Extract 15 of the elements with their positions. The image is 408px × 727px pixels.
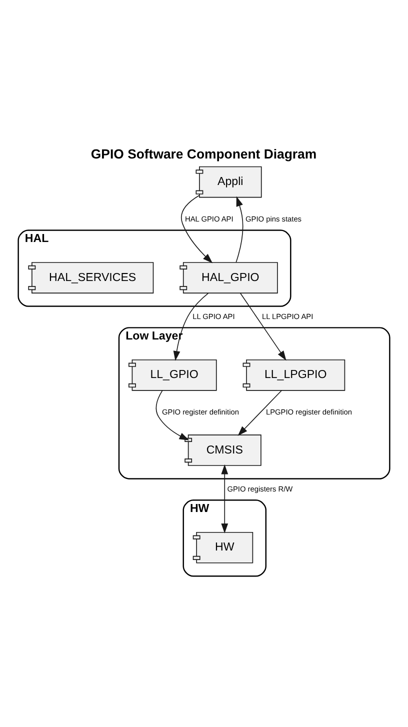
edge-label: GPIO pins states [246, 214, 302, 223]
arrow [221, 464, 228, 533]
edge-label: LL GPIO API [192, 311, 235, 320]
diagram-title: GPIO Software Component Diagram [90, 146, 317, 161]
edge-label: HAL GPIO API [185, 214, 234, 223]
arrow [156, 390, 190, 440]
arrow [238, 390, 282, 436]
arrow [240, 292, 286, 360]
arrow [236, 196, 244, 262]
arrow [180, 194, 213, 263]
edge-label: GPIO register definition [162, 407, 239, 416]
edge-label: LPGPIO register definition [266, 407, 352, 416]
arrow [173, 292, 209, 360]
edge-label: LL LPGPIO API [262, 311, 314, 320]
edge-label: GPIO registers R/W [227, 484, 293, 493]
